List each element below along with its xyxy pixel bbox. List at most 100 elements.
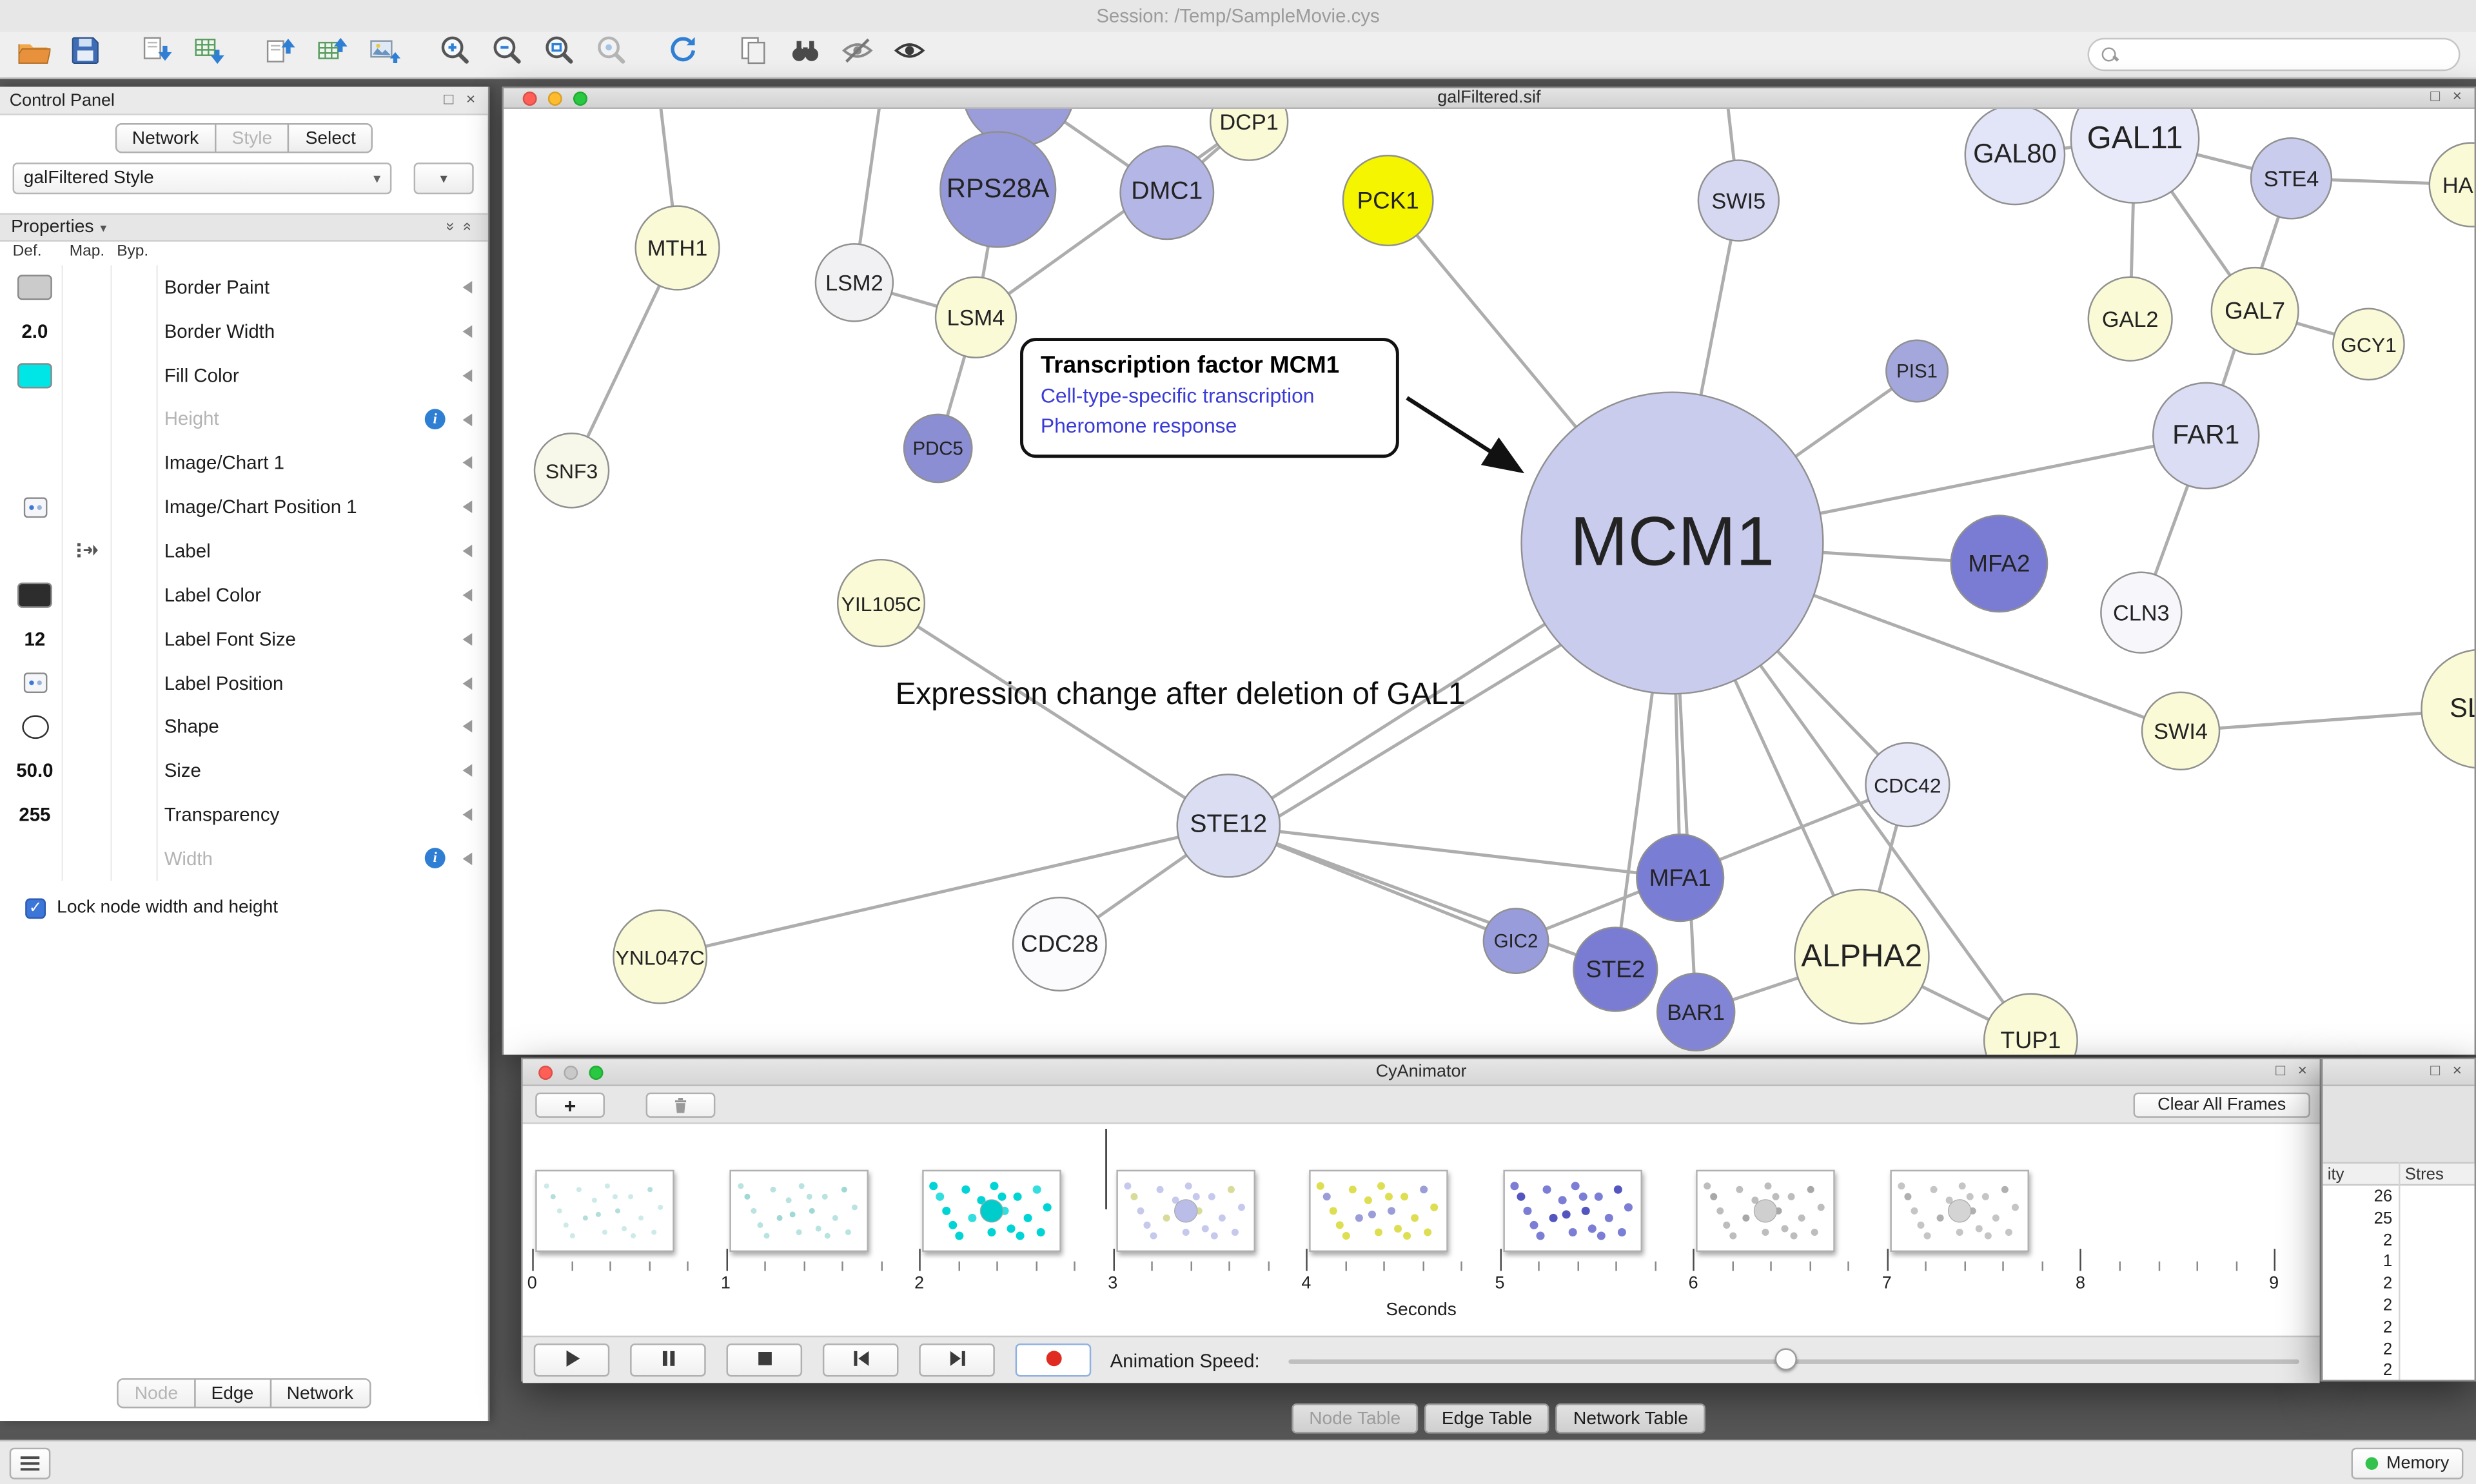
save-session-button[interactable] — [64, 34, 106, 75]
export-table-button[interactable] — [311, 34, 352, 75]
annotation-link[interactable]: Pheromone response — [1040, 414, 1237, 438]
default-value-cell[interactable]: 50.0 — [10, 749, 60, 793]
hide-selected-button[interactable] — [837, 34, 878, 75]
network-node-ste2[interactable]: STE2 — [1573, 926, 1658, 1012]
apply-layout-button[interactable] — [662, 34, 703, 75]
first-neighbors-button[interactable] — [785, 34, 826, 75]
expand-arrow-icon[interactable] — [462, 852, 473, 865]
network-canvas[interactable]: Expression change after deletion of GAL1… — [504, 108, 2475, 1055]
record-button[interactable] — [1015, 1343, 1092, 1377]
default-value-cell[interactable] — [10, 573, 60, 617]
close-window-icon[interactable]: × — [2297, 1062, 2307, 1080]
memory-button[interactable]: Memory — [2352, 1447, 2464, 1479]
export-network-button[interactable] — [259, 34, 300, 75]
results-table-row[interactable]: 2 — [2323, 1274, 2474, 1296]
network-node-alpha2[interactable]: ALPHA2 — [1794, 888, 1930, 1025]
expand-arrow-icon[interactable] — [462, 325, 473, 338]
property-row-image-chart-1[interactable]: Image/Chart 1 — [0, 441, 488, 485]
zoom-traffic-light[interactable] — [589, 1064, 604, 1079]
slider-thumb[interactable] — [1774, 1348, 1797, 1371]
frame-thumbnail-2[interactable] — [729, 1169, 868, 1253]
playhead[interactable] — [1105, 1129, 1108, 1209]
expand-arrow-icon[interactable] — [462, 589, 473, 601]
frame-thumbnail-5[interactable] — [1309, 1169, 1449, 1253]
network-node-pis1[interactable]: PIS1 — [1885, 339, 1949, 403]
default-value-cell[interactable] — [10, 529, 60, 573]
property-row-image-chart-position-1[interactable]: Image/Chart Position 1 — [0, 485, 488, 529]
close-traffic-light[interactable] — [538, 1064, 553, 1079]
network-node-mfa1[interactable]: MFA1 — [1636, 834, 1725, 923]
default-value-cell[interactable] — [10, 661, 60, 705]
network-node-swi4[interactable]: SWI4 — [2141, 691, 2221, 771]
tab-network[interactable]: Network — [114, 123, 217, 153]
default-value-cell[interactable] — [10, 397, 60, 441]
network-edge[interactable] — [1228, 824, 1616, 971]
property-row-label[interactable]: Label — [0, 529, 488, 573]
expand-arrow-icon[interactable] — [462, 632, 473, 646]
style-target-tab-node[interactable]: Node — [117, 1378, 195, 1409]
float-window-icon[interactable]: □ — [2430, 88, 2441, 106]
network-node-rps28a[interactable]: RPS28A — [939, 131, 1057, 248]
float-window-icon[interactable]: □ — [2275, 1062, 2286, 1080]
style-target-tab-edge[interactable]: Edge — [193, 1378, 271, 1409]
show-all-button[interactable] — [889, 34, 930, 75]
network-node-cln3[interactable]: CLN3 — [2100, 571, 2183, 654]
tab-style[interactable]: Style — [214, 123, 290, 153]
annotation-link[interactable]: Cell-type-specific transcription — [1040, 384, 1315, 407]
property-row-border-paint[interactable]: Border Paint — [0, 265, 488, 309]
default-value-cell[interactable]: 255 — [10, 793, 60, 837]
import-table-file-button[interactable] — [188, 34, 229, 75]
default-value-cell[interactable]: 2.0 — [10, 309, 60, 353]
network-node-yil105c[interactable]: YIL105C — [836, 558, 926, 648]
expand-arrow-icon[interactable] — [462, 456, 473, 470]
network-node-pdc5[interactable]: PDC5 — [903, 413, 973, 483]
expand-arrow-icon[interactable] — [462, 500, 473, 514]
panel-menu-button[interactable] — [9, 1447, 51, 1479]
stop-button[interactable] — [726, 1343, 803, 1377]
results-table-row[interactable]: 1 — [2323, 1253, 2474, 1274]
results-table-row[interactable]: 2 — [2323, 1296, 2474, 1318]
network-node-cdc42[interactable]: CDC42 — [1865, 742, 1950, 828]
default-value-cell[interactable] — [10, 353, 60, 397]
network-node-lsm4[interactable]: LSM4 — [934, 276, 1017, 358]
style-options-button[interactable]: ▾ — [413, 162, 474, 195]
export-image-button[interactable] — [363, 34, 404, 75]
default-value-cell[interactable] — [10, 705, 60, 748]
network-node-ste12[interactable]: STE12 — [1176, 774, 1281, 878]
network-node-mth1[interactable]: MTH1 — [634, 205, 720, 291]
network-node-dmc1[interactable]: DMC1 — [1119, 145, 1215, 240]
open-session-button[interactable] — [13, 34, 54, 75]
close-window-icon[interactable]: × — [2452, 1062, 2462, 1080]
skip-start-button[interactable] — [822, 1343, 899, 1377]
float-window-icon[interactable]: □ — [2430, 1062, 2441, 1080]
expand-arrow-icon[interactable] — [462, 720, 473, 734]
expand-arrow-icon[interactable] — [462, 369, 473, 382]
close-traffic-light[interactable] — [522, 90, 537, 105]
annotation-box[interactable]: Transcription factor MCM1 Cell-type-spec… — [1020, 338, 1399, 457]
network-node-ynl047c[interactable]: YNL047C — [613, 909, 708, 1004]
delete-frame-button[interactable] — [645, 1092, 716, 1118]
network-node-pck1[interactable]: PCK1 — [1342, 155, 1434, 247]
network-node-swi5[interactable]: SWI5 — [1697, 159, 1780, 242]
results-column-stres[interactable]: Stres — [2404, 1165, 2444, 1184]
search-box[interactable] — [2087, 37, 2461, 72]
network-caption-annotation[interactable]: Expression change after deletion of GAL1 — [895, 677, 1466, 712]
default-value-cell[interactable]: 12 — [10, 617, 60, 661]
network-node-far1[interactable]: FAR1 — [2152, 382, 2260, 490]
zoom-fit-button[interactable] — [538, 34, 580, 75]
network-node-mcm1[interactable]: MCM1 — [1520, 391, 1824, 695]
expand-arrow-icon[interactable] — [462, 545, 473, 558]
zoom-out-button[interactable] — [486, 34, 527, 75]
play-button[interactable] — [533, 1343, 610, 1377]
network-node-gic2[interactable]: GIC2 — [1482, 908, 1549, 975]
import-network-file-button[interactable] — [136, 34, 177, 75]
network-edge[interactable] — [880, 601, 1230, 827]
expand-arrow-icon[interactable] — [462, 413, 473, 426]
search-input[interactable] — [2125, 41, 2459, 68]
